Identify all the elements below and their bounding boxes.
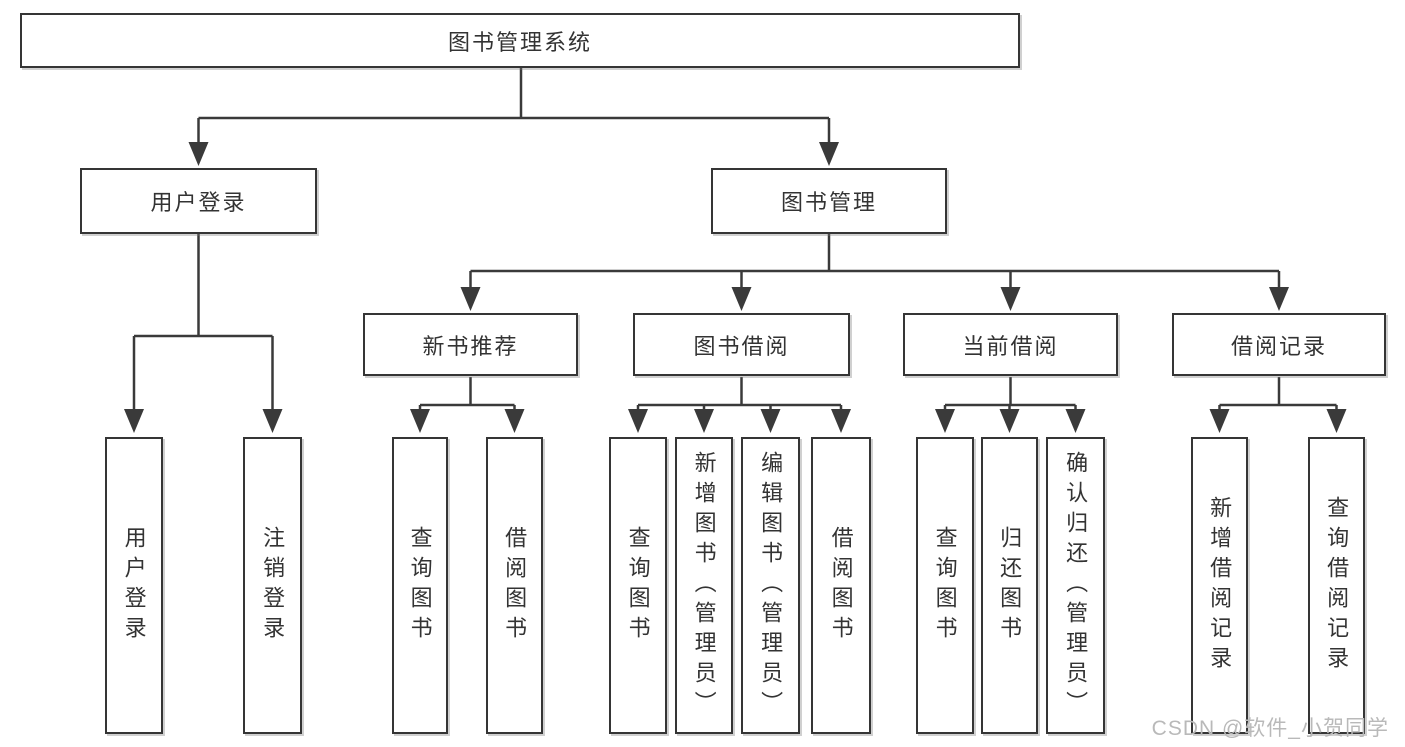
node-br-add-record: 新增借阅记录 [1191,437,1248,734]
node-cb-query-books: 查询图书 [916,437,974,734]
node-label: 图书管理系统 [447,29,592,55]
node-label: 归还图书 [997,525,1023,646]
node-rec-query-books: 查询图书 [392,437,448,734]
node-new-book-recommend: 新书推荐 [363,313,578,376]
node-current-borrow: 当前借阅 [903,313,1118,376]
node-label: 图书借阅 [693,333,790,359]
node-rec-borrow-books: 借阅图书 [486,437,543,734]
node-bb-edit-books-admin: 编辑图书（管理员） [741,437,800,734]
node-label: 确认归还（管理员） [1063,450,1089,721]
node-bb-add-books-admin: 新增图书（管理员） [675,437,733,734]
node-label: 查询图书 [932,525,958,646]
node-label: 当前借阅 [962,333,1059,359]
node-cb-return-books: 归还图书 [981,437,1038,734]
node-book-management: 图书管理 [711,168,947,234]
node-leaf-user-login: 用户登录 [105,437,163,734]
node-book-borrow: 图书借阅 [633,313,850,376]
node-label: 新增图书（管理员） [691,450,717,721]
csdn-watermark: CSDN @软件_小贺同学 [1151,717,1389,740]
node-label: 图书管理 [780,190,877,215]
node-label: 借阅记录 [1230,333,1327,359]
node-br-query-record: 查询借阅记录 [1308,437,1365,734]
node-label: 查询借阅记录 [1324,495,1350,676]
node-leaf-logout: 注销登录 [243,437,302,734]
node-user-login: 用户登录 [80,168,317,234]
node-label: 编辑图书（管理员） [758,450,784,721]
node-label: 借阅图书 [502,525,528,646]
node-bb-borrow-books: 借阅图书 [811,437,871,734]
node-label: 查询图书 [407,525,433,646]
node-cb-confirm-return-admin: 确认归还（管理员） [1046,437,1105,734]
node-label: 新增借阅记录 [1207,495,1233,676]
node-library-management-system: 图书管理系统 [20,13,1020,68]
node-label: 新书推荐 [422,333,519,359]
node-label: 注销登录 [260,525,286,646]
node-label: 用户登录 [121,525,147,646]
node-label: 借阅图书 [828,525,854,646]
node-bb-query-books: 查询图书 [609,437,667,734]
node-label: 用户登录 [150,190,247,215]
node-borrow-records: 借阅记录 [1172,313,1386,376]
node-label: 查询图书 [625,525,651,646]
